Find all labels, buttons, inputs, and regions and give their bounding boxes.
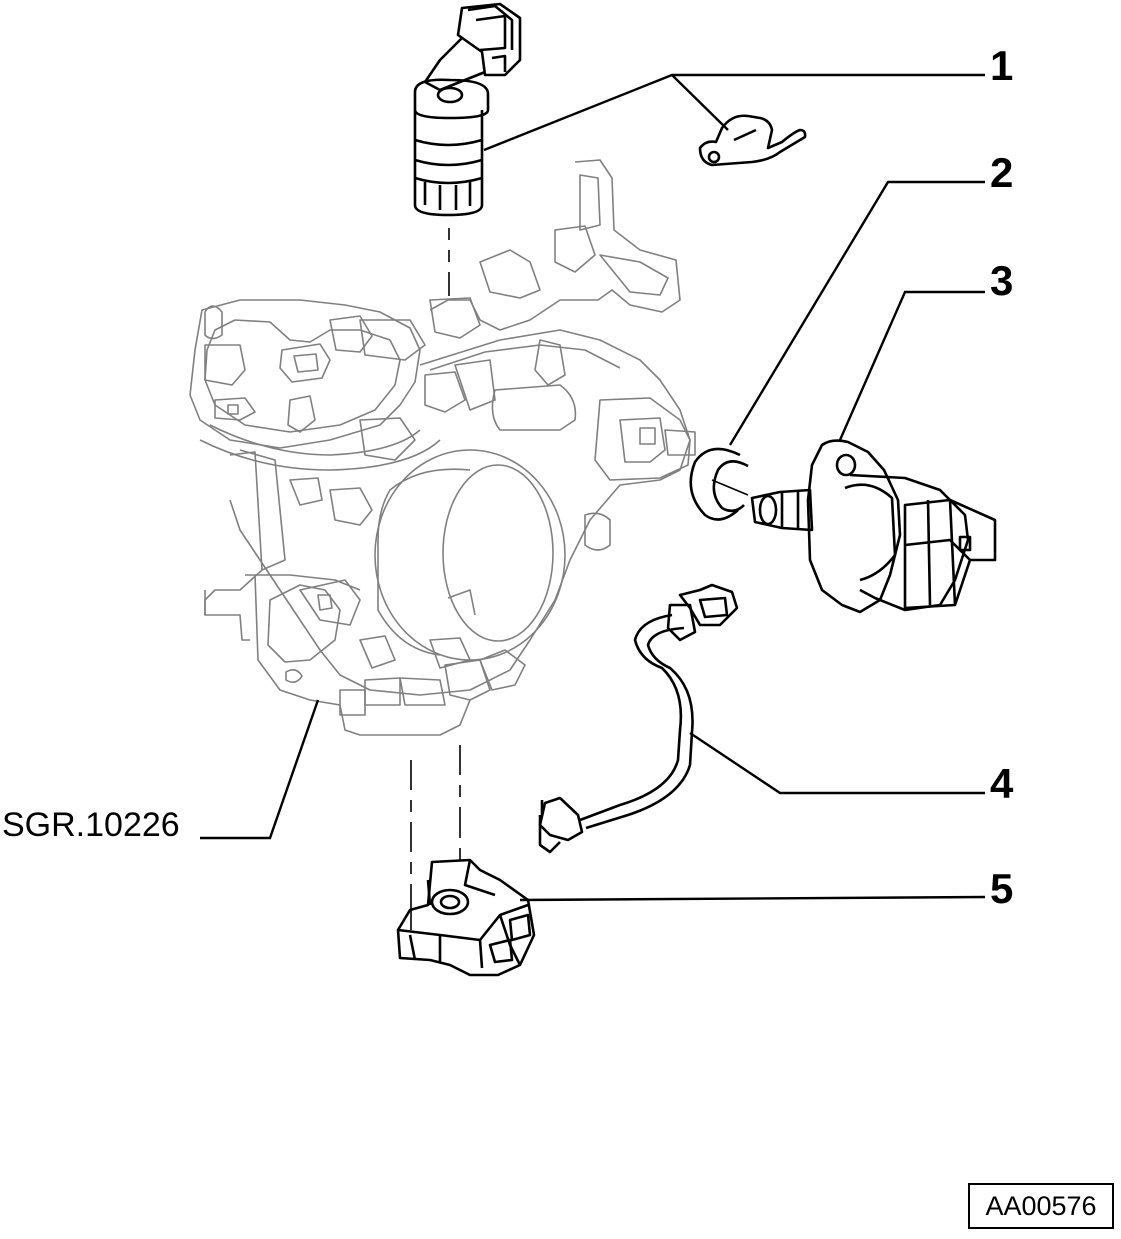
leader-lines [200, 73, 986, 902]
callout-3: 3 [990, 257, 1014, 304]
callout-2: 2 [990, 149, 1014, 196]
throttle-body [189, 159, 696, 736]
callout-4: 4 [990, 760, 1014, 807]
callout-1: 1 [990, 42, 1014, 89]
part-2-seal [689, 447, 749, 521]
part-1-sensor [413, 2, 807, 296]
assembly-reference-label: SGR.10226 [2, 806, 180, 844]
callout-5: 5 [990, 865, 1014, 912]
drawing-code: AA00576 [985, 1190, 1097, 1221]
part-4-sensor-cable [538, 583, 739, 854]
part-3-actuator [750, 439, 997, 614]
part-5-position-sensor [396, 745, 536, 977]
drawing-code-box: AA00576 [968, 1183, 1114, 1229]
